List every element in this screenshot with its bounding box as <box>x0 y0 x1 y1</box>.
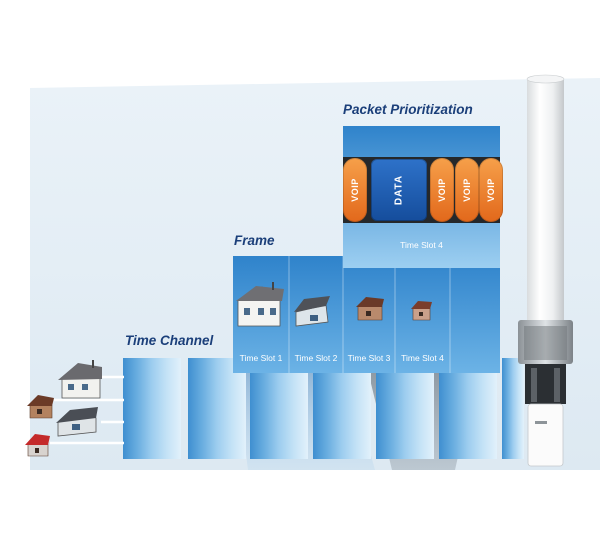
house-icon-slot-1 <box>236 282 284 327</box>
channel-strip <box>439 358 497 459</box>
voip-packet: VOIP <box>430 158 454 222</box>
house-icon-blue-roof <box>56 407 98 437</box>
packet-label: VOIP <box>437 178 447 202</box>
channel-strip <box>250 358 308 459</box>
packet-label: VOIP <box>486 178 496 202</box>
house-icon-slot-3 <box>356 297 384 321</box>
frame-title: Frame <box>234 233 275 248</box>
channel-strip <box>502 358 524 459</box>
frame-slot-label-1: Time Slot 1 <box>239 353 283 363</box>
packet-label: VOIP <box>462 178 472 202</box>
voip-packet: VOIP <box>455 158 479 222</box>
house-icon-slot-2 <box>294 296 330 327</box>
channel-strip <box>313 358 371 459</box>
data-packet: DATA <box>371 159 427 221</box>
connector-lines <box>50 375 124 445</box>
house-icon-large <box>58 360 102 399</box>
channel-strip <box>123 358 181 459</box>
packet-label: VOIP <box>350 178 360 202</box>
time-channel-title: Time Channel <box>125 333 214 348</box>
frame-slot-label-4: Time Slot 4 <box>401 353 444 363</box>
packet-slot-label: Time Slot 4 <box>400 240 443 250</box>
house-icon-brown <box>27 395 54 419</box>
voip-packet: VOIP <box>343 158 367 222</box>
packet-label: DATA <box>393 174 405 206</box>
frame-slot-label-3: Time Slot 3 <box>347 353 391 363</box>
voip-packet: VOIP <box>479 158 503 222</box>
house-icon-red <box>25 434 50 457</box>
packet-prioritization-title: Packet Prioritization <box>343 102 473 117</box>
frame-slot-label-2: Time Slot 2 <box>294 353 338 363</box>
house-icon-slot-4 <box>411 301 432 321</box>
channel-strip <box>376 358 434 459</box>
antenna-icon <box>518 74 573 467</box>
channel-strip <box>188 358 246 459</box>
